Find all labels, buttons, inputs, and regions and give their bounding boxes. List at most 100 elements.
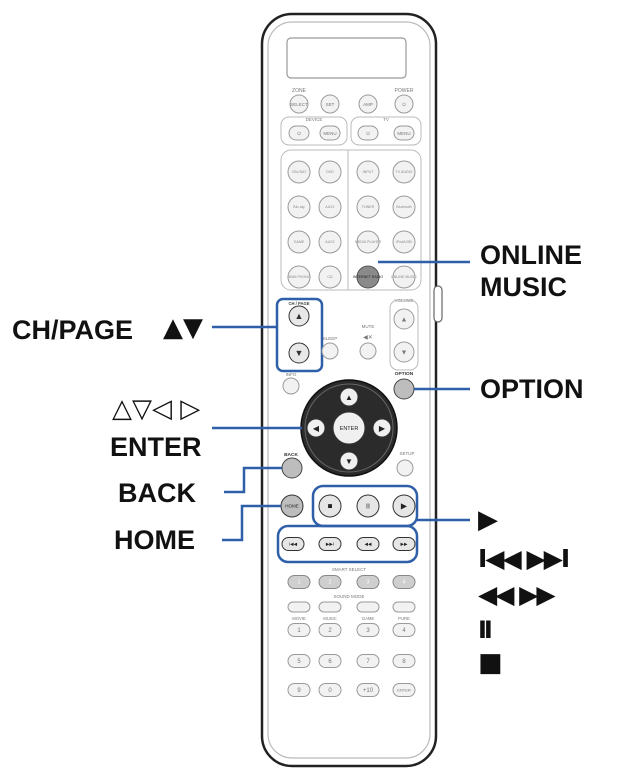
number-button-6-label: 6 [328, 659, 332, 665]
smart-select-button-3[interactable] [392, 575, 416, 589]
skip-forward-button-label: ▶▶I [326, 542, 334, 547]
cursor-right-button[interactable] [372, 418, 392, 438]
zone-label: ZONE [292, 88, 307, 94]
source-group [280, 149, 422, 291]
rewind-button[interactable] [356, 537, 380, 551]
sound-mode-label-0: MOVIE [292, 616, 306, 621]
volume-down-button-label: ▼ [401, 349, 408, 356]
cursor-right-button-glyph: ▶ [379, 424, 386, 433]
sound-mode-label-3: PURE [398, 616, 410, 621]
row2-button-3[interactable] [393, 125, 415, 141]
source-button-1-1[interactable] [318, 195, 342, 219]
cursor-up-button[interactable] [339, 387, 359, 407]
source-button-3-1[interactable] [318, 265, 342, 289]
device-group [280, 116, 348, 146]
sound-mode-button-0[interactable] [287, 601, 311, 613]
stop-button[interactable] [318, 494, 342, 518]
smart-select-button-3-label: 4 [403, 580, 406, 586]
source-button-2-0-label: GAME [294, 240, 305, 244]
sound-mode-button-3[interactable] [392, 601, 416, 613]
mute-icon: ◀✕ [363, 335, 373, 341]
row1-button-1[interactable] [320, 94, 340, 114]
pause-button-label: II [366, 503, 370, 510]
source-button-1-2[interactable] [356, 195, 380, 219]
back-button[interactable] [281, 457, 303, 479]
smart-select-button-1[interactable] [318, 575, 342, 589]
number-button-5[interactable] [287, 654, 311, 668]
sound-mode-button-2[interactable] [356, 601, 380, 613]
volume-down-button[interactable] [393, 341, 415, 363]
source-button-3-3[interactable] [392, 265, 416, 289]
home-callout: HOME [114, 525, 195, 555]
source-button-2-2-label: MEDIA PLAYER [355, 240, 382, 244]
source-button-1-0[interactable] [287, 195, 311, 219]
cursor-left-button[interactable] [306, 418, 326, 438]
row1-button-3-label: ⏻ [402, 102, 406, 107]
source-button-2-0[interactable] [287, 230, 311, 254]
smart-select-button-2[interactable] [356, 575, 380, 589]
back-label: BACK [284, 452, 298, 458]
source-button-3-2[interactable] [356, 265, 380, 289]
search-callout: ◀◀ ▶▶ [478, 580, 556, 609]
number-button-3[interactable] [356, 623, 380, 637]
source-button-0-0-label: CBL/SAT [292, 170, 308, 174]
row1-button-3[interactable] [394, 94, 414, 114]
setup-label: SETUP [399, 451, 414, 456]
option-button[interactable] [393, 378, 415, 400]
chpage-up-button[interactable] [288, 305, 310, 327]
volume-up-button[interactable] [393, 308, 415, 330]
source-button-0-0[interactable] [287, 160, 311, 184]
number-button-7[interactable] [356, 654, 380, 668]
play-button[interactable] [392, 494, 416, 518]
number-button-3-row3[interactable] [392, 683, 416, 697]
source-button-0-2[interactable] [356, 160, 380, 184]
row2-button-0[interactable] [288, 125, 310, 141]
row1-button-0[interactable] [289, 94, 309, 114]
number-button-2-row3[interactable] [356, 683, 380, 697]
fast-forward-button-label: ▶▶ [401, 542, 408, 547]
sleep-button[interactable] [321, 342, 339, 360]
row2-button-0-label: ⏻ [297, 131, 301, 136]
cursor-left-button-glyph: ◀ [313, 424, 320, 433]
row2-button-1[interactable] [319, 125, 341, 141]
smart-select-button-1-label: 2 [329, 580, 332, 586]
smart-select-button-0-label: 1 [298, 580, 301, 586]
source-button-1-3[interactable] [392, 195, 416, 219]
source-button-2-3[interactable] [392, 230, 416, 254]
number-button-1-row3[interactable] [318, 683, 342, 697]
row2-button-2[interactable] [357, 125, 379, 141]
home-button-label: HOME [285, 504, 299, 509]
setup-button[interactable] [396, 459, 414, 477]
number-button-1[interactable] [287, 623, 311, 637]
transport-highlight-bottom [276, 524, 419, 564]
skip-back-button[interactable] [281, 537, 305, 551]
cursor-arrows-callout: △▽◁ ▷ [112, 394, 201, 424]
online-music-callout-line1: ONLINE [480, 240, 583, 270]
source-button-0-3[interactable] [392, 160, 416, 184]
back-callout: BACK [118, 478, 196, 508]
sound-mode-button-1[interactable] [318, 601, 342, 613]
smart-select-button-0[interactable] [287, 575, 311, 589]
source-button-2-2[interactable] [356, 230, 380, 254]
cursor-down-button[interactable] [339, 451, 359, 471]
stop-callout: ■ [478, 648, 503, 678]
source-button-0-1[interactable] [318, 160, 342, 184]
pause-button[interactable] [356, 494, 380, 518]
chpage-down-button[interactable] [288, 342, 310, 364]
fast-forward-button[interactable] [392, 537, 416, 551]
number-button-2-label: 2 [328, 628, 332, 634]
info-button[interactable] [282, 377, 300, 395]
skip-forward-button[interactable] [318, 537, 342, 551]
number-button-2[interactable] [318, 623, 342, 637]
source-button-3-0[interactable] [287, 265, 311, 289]
number-button-0-row3[interactable] [287, 683, 311, 697]
mute-button[interactable] [359, 342, 377, 360]
number-button-8[interactable] [392, 654, 416, 668]
number-button-4[interactable] [392, 623, 416, 637]
number-button-6[interactable] [318, 654, 342, 668]
enter-button[interactable] [332, 411, 366, 445]
row1-button-2[interactable] [358, 94, 378, 114]
smart-select-label: SMART SELECT [332, 567, 367, 572]
source-button-2-1[interactable] [318, 230, 342, 254]
